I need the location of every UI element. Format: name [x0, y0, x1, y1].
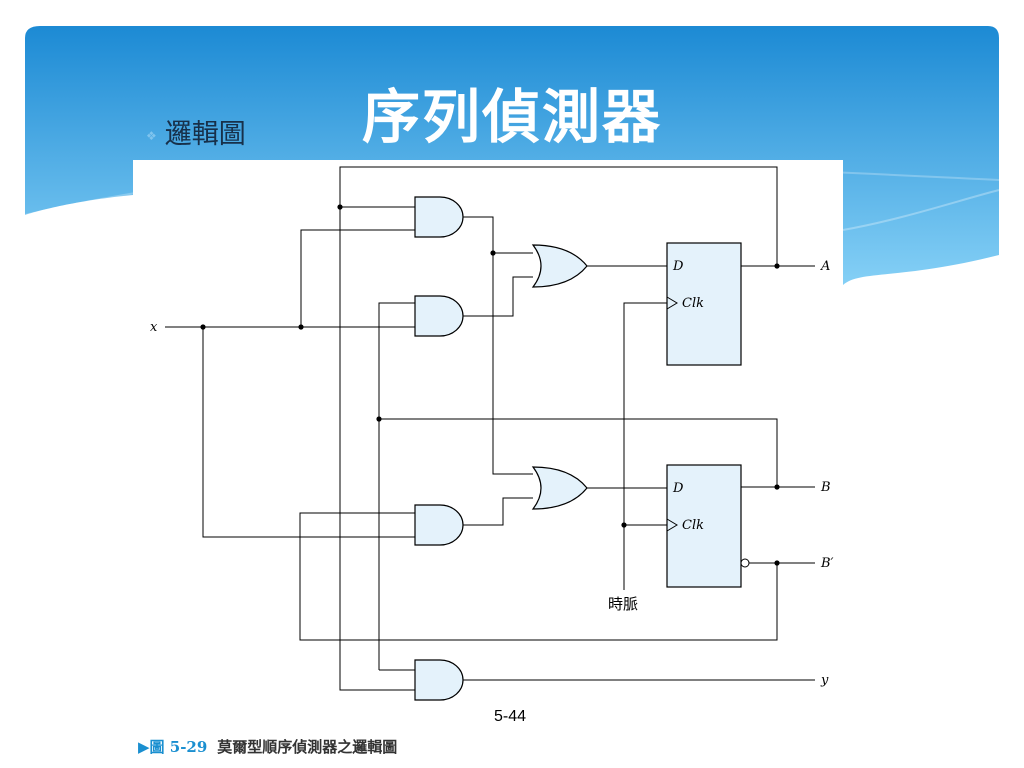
output-y-label: y	[820, 673, 829, 688]
wire-b-feedback	[379, 418, 778, 487]
output-b-label: B	[820, 480, 831, 495]
title-banner	[24, 26, 1000, 285]
wire-clock	[623, 302, 667, 590]
bullet-text: 邏輯圖	[164, 119, 246, 150]
output-a-label: A	[820, 259, 830, 274]
clk-triangle-a	[666, 296, 678, 310]
figure-caption-text: 莫爾型順序偵測器之邏輯圖	[217, 738, 398, 756]
output-b-prime-label: B′	[820, 556, 834, 571]
figure-label: ▶圖 5-29	[138, 738, 208, 756]
slide-title: 序列偵測器	[361, 83, 662, 151]
junction-dots	[200, 204, 780, 566]
clock-label: 時脈	[608, 595, 638, 613]
wire-and1-or2	[492, 253, 533, 475]
page-number: 5-44	[494, 708, 527, 725]
ff-a-clk-label: Clk	[682, 296, 704, 311]
wire-and1-or1	[463, 216, 533, 254]
or-gate-2	[531, 466, 588, 510]
or-gate-1	[531, 244, 588, 288]
ff-b-clk-label: Clk	[682, 518, 704, 533]
wire-a-feedback	[339, 166, 778, 691]
ff-b-d-label: D	[672, 481, 684, 496]
wire-bprime-feedback	[299, 512, 778, 641]
wire-x-gate3	[202, 327, 415, 538]
ff-a-d-label: D	[672, 259, 684, 274]
inverted-output-bubble	[740, 558, 750, 568]
bullet-icon: ❖	[146, 128, 157, 143]
flipflop-b	[666, 464, 742, 588]
flipflop-a	[666, 242, 742, 366]
and-gate-4	[414, 659, 464, 701]
wire-and3-or2	[463, 497, 533, 526]
input-x-label: x	[150, 320, 158, 335]
wire-x-gate1	[300, 229, 415, 327]
wire-and2-or1	[463, 276, 533, 317]
wire-b-gate2	[378, 302, 415, 670]
figure-caption: ▶圖 5-29 莫爾型順序偵測器之邏輯圖	[138, 736, 397, 757]
and-gate-2	[414, 295, 464, 337]
bullet-item: ❖ 邏輯圖	[146, 112, 246, 151]
clk-triangle-b	[666, 518, 678, 532]
and-gate-1	[414, 196, 464, 238]
and-gate-3	[414, 504, 464, 546]
